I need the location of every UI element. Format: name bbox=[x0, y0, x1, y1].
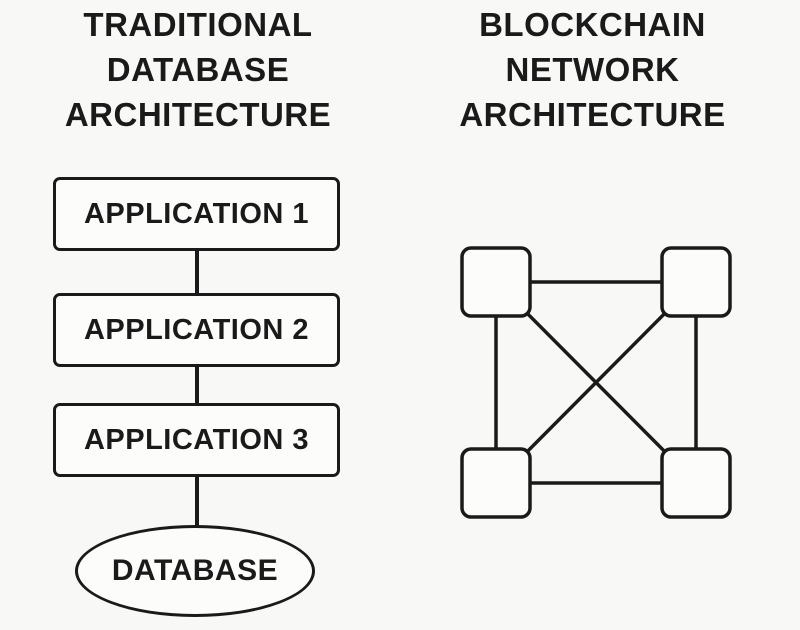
network-node-bottom-right bbox=[660, 447, 732, 519]
database-label: DATABASE bbox=[111, 554, 279, 587]
network-node-bottom-left bbox=[460, 447, 532, 519]
connector-app2-app3 bbox=[194, 365, 199, 405]
application-3-label: APPLICATION 3 bbox=[83, 423, 310, 456]
network-node-top-right bbox=[660, 246, 732, 318]
connector-app1-app2 bbox=[194, 249, 199, 295]
application-3-box: APPLICATION 3 bbox=[53, 403, 340, 477]
left-panel-title: TRADITIONAL DATABASE ARCHITECTURE bbox=[64, 6, 332, 133]
network-link-diagonal-tr-bl bbox=[494, 280, 698, 485]
network-node-top-left bbox=[460, 246, 532, 318]
database-ellipse: DATABASE bbox=[75, 525, 315, 617]
application-1-label: APPLICATION 1 bbox=[83, 197, 310, 230]
connector-app3-database bbox=[194, 475, 199, 527]
blockchain-network-diagram bbox=[460, 246, 732, 519]
right-panel-title: BLOCKCHAIN NETWORK ARCHITECTURE bbox=[459, 6, 726, 133]
application-2-box: APPLICATION 2 bbox=[53, 293, 340, 367]
application-2-label: APPLICATION 2 bbox=[83, 313, 310, 346]
application-1-box: APPLICATION 1 bbox=[53, 177, 340, 251]
